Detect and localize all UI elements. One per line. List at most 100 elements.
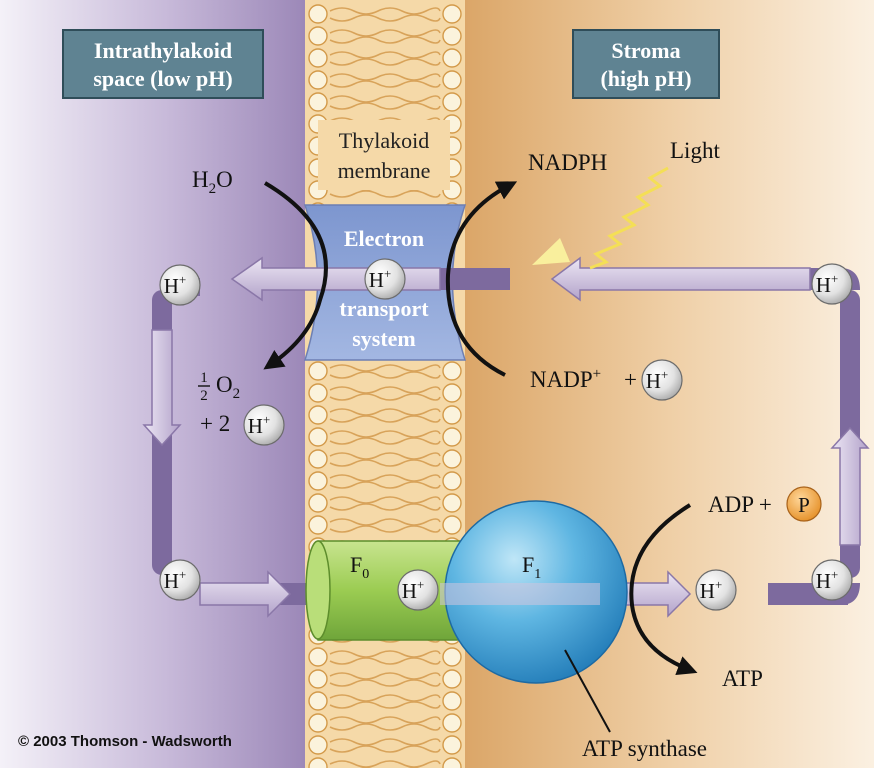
proton-group: H+ H+ H+ H+ H+ H+ H+ H+ H+ bbox=[159, 258, 853, 611]
lipid-head bbox=[442, 647, 462, 667]
light-label: Light bbox=[670, 138, 720, 163]
nadp-plus: + bbox=[624, 367, 637, 392]
proton-label: H+ bbox=[164, 272, 187, 298]
light-ray-head bbox=[532, 238, 570, 265]
lipid-head bbox=[442, 735, 462, 755]
f0-label: F0 bbox=[350, 552, 369, 582]
lipid-tail bbox=[329, 496, 441, 511]
proton-label: H+ bbox=[816, 271, 839, 297]
atp-label: ATP bbox=[722, 666, 763, 691]
lipid-head bbox=[442, 48, 462, 68]
lipid-head bbox=[442, 669, 462, 689]
lipid-head bbox=[442, 493, 462, 513]
stroma-label-line1: Stroma bbox=[611, 38, 680, 63]
oxygen-label: O2 bbox=[216, 372, 240, 402]
lipid-tail bbox=[329, 672, 441, 687]
lipid-head bbox=[442, 471, 462, 491]
lipid-tail bbox=[329, 364, 441, 379]
lipid-tail bbox=[329, 716, 441, 731]
lipid-tail bbox=[329, 650, 441, 665]
proton-sphere: H+ bbox=[641, 359, 683, 401]
half-denominator: 2 bbox=[200, 388, 208, 404]
etc-label-line2: transport bbox=[339, 296, 429, 321]
proton-sphere: H+ bbox=[364, 258, 406, 300]
lipid-head bbox=[442, 427, 462, 447]
lipid-tail bbox=[329, 29, 441, 44]
lipid-tail bbox=[329, 386, 441, 401]
nadph-label: NADPH bbox=[528, 150, 607, 175]
intrathylakoid-label: Intrathylakoid space (low pH) bbox=[62, 29, 264, 99]
lipid-tail bbox=[329, 408, 441, 423]
lipid-head bbox=[308, 26, 328, 46]
proton-label: H+ bbox=[402, 577, 425, 603]
lipid-head bbox=[442, 4, 462, 24]
lipid-tail bbox=[329, 452, 441, 467]
proton-sphere: H+ bbox=[159, 264, 201, 306]
lipid-head bbox=[308, 735, 328, 755]
nadp-label: NADP+ bbox=[530, 366, 601, 392]
lipid-tail bbox=[329, 518, 441, 533]
lipid-tail bbox=[329, 474, 441, 489]
lipid-head bbox=[308, 691, 328, 711]
copyright-credit: © 2003 Thomson - Wadsworth bbox=[18, 733, 232, 750]
thylakoid-membrane bbox=[305, 0, 465, 768]
lipid-head bbox=[308, 48, 328, 68]
lipid-head bbox=[442, 70, 462, 90]
proton-label: H+ bbox=[816, 567, 839, 593]
membrane-label-line1: Thylakoid bbox=[339, 128, 429, 153]
phosphate-circle bbox=[786, 486, 822, 522]
lipid-head bbox=[308, 405, 328, 425]
lipid-head bbox=[308, 757, 328, 768]
lipid-head bbox=[308, 92, 328, 112]
water-label: H2O bbox=[192, 167, 233, 197]
proton-sphere: H+ bbox=[695, 569, 737, 611]
etc-label-line3: system bbox=[352, 326, 416, 351]
lipid-head bbox=[442, 515, 462, 535]
lipid-head bbox=[308, 713, 328, 733]
lipid-head bbox=[308, 493, 328, 513]
lipid-head bbox=[442, 361, 462, 381]
lipid-tail bbox=[329, 760, 441, 768]
lipid-head bbox=[308, 361, 328, 381]
proton-sphere: H+ bbox=[397, 569, 439, 611]
lipid-head bbox=[308, 647, 328, 667]
lipid-head bbox=[442, 92, 462, 112]
membrane-label-line2: membrane bbox=[338, 158, 431, 183]
proton-sphere: H+ bbox=[811, 559, 853, 601]
lipid-head bbox=[442, 405, 462, 425]
proton-label: H+ bbox=[700, 577, 723, 603]
stroma-label-line2: (high pH) bbox=[600, 66, 691, 91]
proton-sphere: H+ bbox=[811, 263, 853, 305]
etc-label-line1: Electron bbox=[344, 226, 424, 251]
lipid-head bbox=[308, 4, 328, 24]
intrathylakoid-label-line2: space (low pH) bbox=[93, 66, 232, 91]
lipid-head bbox=[308, 669, 328, 689]
lipid-head bbox=[442, 383, 462, 403]
lipid-head bbox=[442, 26, 462, 46]
lipid-head bbox=[308, 383, 328, 403]
reaction-arrows bbox=[263, 181, 698, 676]
lipid-tail bbox=[329, 51, 441, 66]
lipid-tail bbox=[329, 430, 441, 445]
proton-sphere: H+ bbox=[243, 404, 285, 446]
phosphate-label: P bbox=[798, 493, 810, 517]
lipid-tail bbox=[329, 738, 441, 753]
plus-two-label: + 2 bbox=[200, 411, 230, 436]
lipid-tail bbox=[329, 7, 441, 22]
atp-synthase bbox=[305, 500, 628, 684]
lipid-head bbox=[308, 449, 328, 469]
intrathylakoid-label-line1: Intrathylakoid bbox=[94, 38, 232, 63]
lipid-head bbox=[308, 471, 328, 491]
proton-label: H+ bbox=[164, 567, 187, 593]
proton-label: H+ bbox=[369, 266, 392, 292]
lipid-tail bbox=[329, 73, 441, 88]
lipid-head bbox=[308, 515, 328, 535]
lipid-tail bbox=[329, 95, 441, 110]
stroma-label: Stroma (high pH) bbox=[572, 29, 720, 99]
proton-label: H+ bbox=[248, 412, 271, 438]
atp-synthase-label: ATP synthase bbox=[582, 736, 707, 761]
lipid-head bbox=[442, 713, 462, 733]
proton-label: H+ bbox=[646, 367, 669, 393]
